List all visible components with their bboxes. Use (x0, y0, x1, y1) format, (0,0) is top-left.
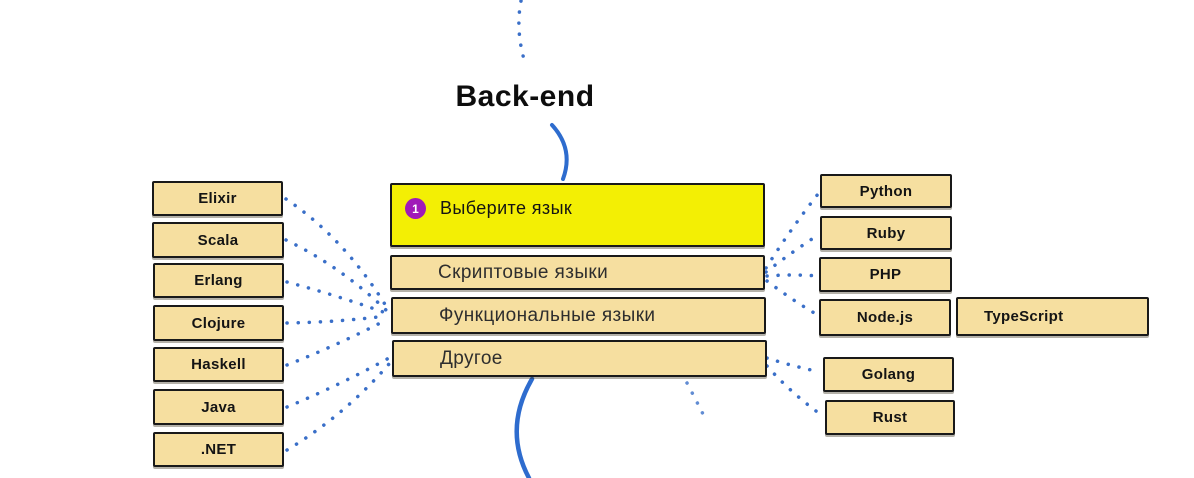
node-label: Rust (872, 409, 908, 426)
node-ruby[interactable]: Ruby (820, 216, 952, 250)
node-label: Node.js (856, 309, 914, 326)
node-label: Haskell (191, 356, 246, 373)
node-haskell[interactable]: Haskell (153, 347, 284, 382)
node-scala[interactable]: Scala (152, 222, 284, 258)
connector-bottom-stub (685, 381, 708, 422)
connector-scripting-ruby (764, 233, 820, 274)
connector-clojure-functional (285, 314, 388, 325)
connector-java-other (285, 356, 391, 409)
node-label: Elixir (198, 190, 237, 207)
connector-other-rust (765, 364, 822, 416)
connector-erlang-functional (285, 280, 388, 315)
connector-bottom-arc (514, 376, 535, 478)
node-golang[interactable]: Golang (823, 357, 954, 392)
node-elixir[interactable]: Elixir (152, 181, 283, 216)
node-label: Java (201, 398, 236, 416)
node-label: Clojure (191, 314, 246, 332)
node-label: PHP (869, 266, 902, 283)
main-node-label: Выберите язык (440, 198, 573, 218)
connector-title-to-main (550, 123, 569, 181)
diagram-title: Back-end (455, 80, 595, 113)
node-nodejs[interactable]: Node.js (819, 299, 951, 336)
node-label: Функциональные языки (439, 304, 656, 326)
node-erlang[interactable]: Erlang (153, 263, 284, 298)
node-label: Другое (440, 347, 503, 369)
connector-scripting-python (764, 192, 820, 270)
node-java[interactable]: Java (153, 389, 284, 425)
connector-scripting-nodejs (765, 279, 818, 316)
node-dotnet[interactable]: .NET (153, 432, 284, 467)
node-choose-language[interactable]: 1 Выберите язык (390, 183, 765, 247)
connector-top-trail (517, 0, 528, 68)
connector-elixir-functional (284, 197, 388, 308)
node-label: .NET (200, 441, 237, 458)
node-label: Ruby (866, 224, 906, 242)
step-1-badge: 1 (405, 198, 426, 219)
node-label: Erlang (194, 272, 243, 289)
node-label: Python (859, 182, 913, 200)
connector-scala-functional (284, 238, 388, 312)
node-python[interactable]: Python (820, 174, 952, 208)
connector-haskell-functional (285, 318, 388, 367)
connector-other-golang (765, 356, 822, 374)
node-clojure[interactable]: Clojure (153, 305, 284, 341)
node-functional-languages[interactable]: Функциональные языки (391, 297, 766, 334)
connector-dotnet-other (285, 362, 391, 452)
node-label: Golang (861, 366, 916, 383)
node-scripting-languages[interactable]: Скриптовые языки (390, 255, 765, 290)
node-label: Скриптовые языки (438, 261, 609, 283)
node-label: TypeScript (984, 308, 1064, 325)
node-label: Scala (197, 231, 239, 249)
node-rust[interactable]: Rust (825, 400, 955, 435)
connector-scripting-php (765, 273, 820, 278)
node-other[interactable]: Другое (392, 340, 767, 377)
node-php[interactable]: PHP (819, 257, 952, 292)
node-typescript[interactable]: TypeScript (956, 297, 1149, 336)
